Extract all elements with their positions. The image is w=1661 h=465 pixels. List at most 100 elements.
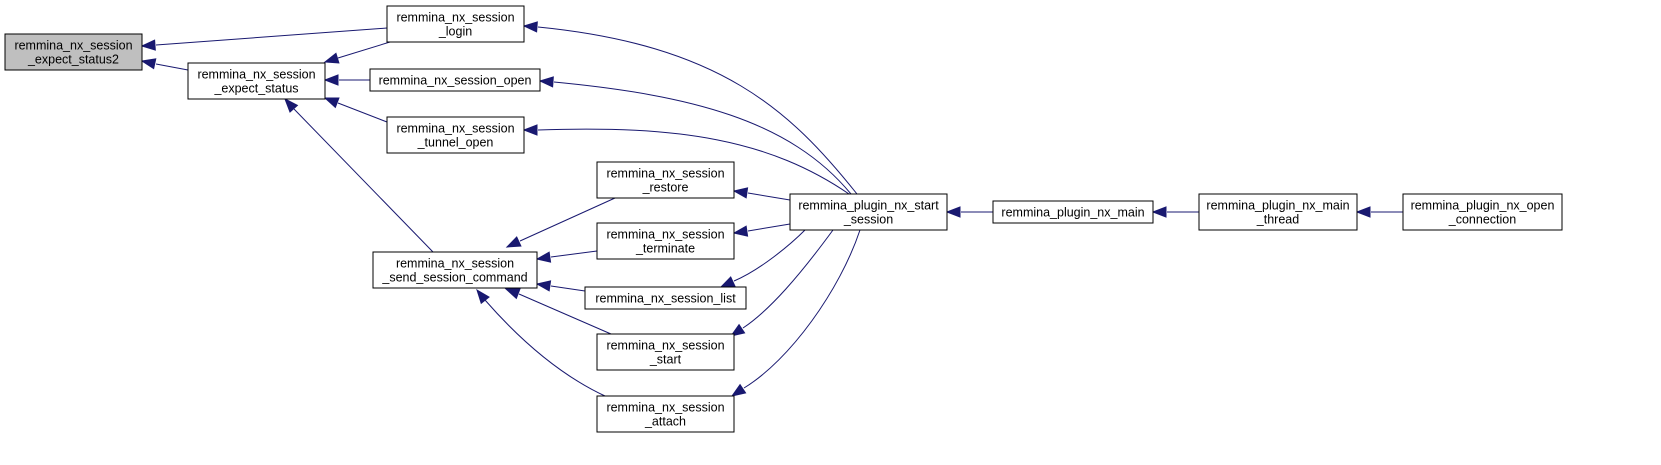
arrowhead	[1151, 206, 1167, 218]
node-box	[369, 68, 541, 92]
node-box	[386, 5, 525, 43]
edge-start_session-to-terminate	[732, 223, 791, 237]
node-expect-status[interactable]: remmina_nx_session_expect_status	[187, 62, 326, 100]
node-restore[interactable]: remmina_nx_session_restore	[596, 161, 735, 199]
arrowhead	[140, 39, 156, 51]
node-label-line: remmina_nx_session_open	[379, 74, 532, 88]
edge-start_session-to-attach	[730, 229, 861, 397]
node-tunnel-open[interactable]: remmina_nx_session_tunnel_open	[386, 116, 525, 154]
node-label-line: remmina_plugin_nx_main	[1001, 206, 1144, 220]
arrowhead	[284, 97, 299, 113]
node-start[interactable]: remmina_nx_session_start	[596, 333, 735, 371]
node-main-thread[interactable]: remmina_plugin_nx_main_thread	[1198, 193, 1358, 231]
arrowhead	[719, 276, 736, 288]
node-box	[187, 62, 326, 100]
arrowhead	[323, 74, 339, 86]
node-label-line: _login	[438, 25, 472, 39]
node-box	[1402, 193, 1563, 231]
node-label-line: _terminate	[635, 242, 695, 256]
edge-expect_status-to-expect_status2	[140, 58, 189, 71]
node-label-line: _connection	[1448, 213, 1516, 227]
node-label-line: _thread	[1256, 213, 1299, 227]
edge-open-to-expect_status	[323, 74, 370, 86]
node-start-session[interactable]: remmina_plugin_nx_start_session	[789, 193, 948, 231]
arrowhead	[729, 323, 746, 337]
node-box	[1198, 193, 1358, 231]
node-box	[596, 161, 735, 199]
node-box	[789, 193, 948, 231]
call-graph-nodes: remmina_nx_session_expect_status2remmina…	[4, 5, 1563, 433]
node-label-line: remmina_nx_session	[197, 68, 315, 82]
node-login[interactable]: remmina_nx_session_login	[386, 5, 525, 43]
node-box	[372, 251, 538, 289]
arrowhead	[522, 124, 538, 136]
node-label-line: _expect_status2	[27, 53, 119, 67]
arrowhead	[732, 187, 749, 199]
node-box	[596, 222, 735, 260]
node-label-line: _send_session_command	[381, 271, 527, 285]
arrowhead	[945, 206, 961, 218]
node-box	[596, 395, 735, 433]
node-box	[584, 286, 747, 310]
node-label-line: remmina_nx_session	[606, 401, 724, 415]
node-label-line: remmina_plugin_nx_start	[798, 199, 939, 213]
edge-login-to-expect_status	[323, 41, 391, 64]
edge-restore-to-send_session_command	[505, 197, 616, 248]
edge-attach-to-send_session_command	[476, 288, 606, 397]
edge-list-to-send_session_command	[535, 280, 586, 292]
edge-start-to-send_session_command	[504, 288, 612, 335]
node-label-line: _restore	[642, 181, 689, 195]
edge-open_connection-to-main_thread	[1355, 206, 1403, 218]
edge-start_session-to-open	[538, 76, 852, 195]
arrowhead	[140, 58, 157, 70]
arrowhead	[323, 52, 340, 64]
node-label-line: _tunnel_open	[417, 136, 494, 150]
edge-start_session-to-login	[522, 21, 858, 195]
node-terminate[interactable]: remmina_nx_session_terminate	[596, 222, 735, 260]
arrowhead	[535, 280, 552, 292]
node-label-line: _start	[649, 353, 682, 367]
node-label-line: remmina_nx_session	[14, 39, 132, 53]
node-label-line: _attach	[644, 415, 686, 429]
node-label-line: remmina_nx_session	[606, 228, 724, 242]
arrowhead	[522, 21, 538, 33]
node-box	[386, 116, 525, 154]
edge-send_session_command-to-expect_status	[284, 97, 434, 253]
edge-main_thread-to-nx_main	[1151, 206, 1199, 218]
edge-nx_main-to-start_session	[945, 206, 993, 218]
edge-start_session-to-start	[729, 229, 834, 337]
edge-terminate-to-send_session_command	[535, 250, 598, 263]
arrowhead	[323, 97, 340, 109]
arrowhead	[505, 236, 522, 248]
node-label-line: _session	[843, 213, 893, 227]
node-nx-main[interactable]: remmina_plugin_nx_main	[992, 200, 1154, 224]
node-box	[596, 333, 735, 371]
edge-start_session-to-restore	[732, 187, 791, 201]
edge-login-to-expect_status2	[140, 27, 388, 51]
arrowhead	[538, 76, 554, 88]
arrowhead	[476, 288, 490, 305]
node-expect-status2[interactable]: remmina_nx_session_expect_status2	[4, 33, 143, 71]
arrowhead	[1355, 206, 1371, 218]
node-label-line: remmina_nx_session	[396, 122, 514, 136]
node-label-line: remmina_plugin_nx_open	[1411, 199, 1555, 213]
node-list[interactable]: remmina_nx_session_list	[584, 286, 747, 310]
node-label-line: remmina_nx_session	[606, 339, 724, 353]
node-label-line: remmina_nx_session_list	[595, 292, 736, 306]
arrowhead	[732, 225, 749, 237]
arrowhead	[730, 383, 747, 397]
arrowhead	[504, 288, 521, 300]
node-label-line: remmina_plugin_nx_main	[1206, 199, 1349, 213]
node-open-connection[interactable]: remmina_plugin_nx_open_connection	[1402, 193, 1563, 231]
node-label-line: remmina_nx_session	[396, 11, 514, 25]
node-open[interactable]: remmina_nx_session_open	[369, 68, 541, 92]
node-attach[interactable]: remmina_nx_session_attach	[596, 395, 735, 433]
node-label-line: remmina_nx_session	[606, 167, 724, 181]
edge-tunnel_open-to-expect_status	[323, 97, 388, 123]
node-box	[992, 200, 1154, 224]
edge-start_session-to-tunnel_open	[522, 124, 850, 195]
call-graph-edges	[140, 21, 1403, 397]
node-send-session-command[interactable]: remmina_nx_session_send_session_command	[372, 251, 538, 289]
node-label-line: remmina_nx_session	[396, 257, 514, 271]
